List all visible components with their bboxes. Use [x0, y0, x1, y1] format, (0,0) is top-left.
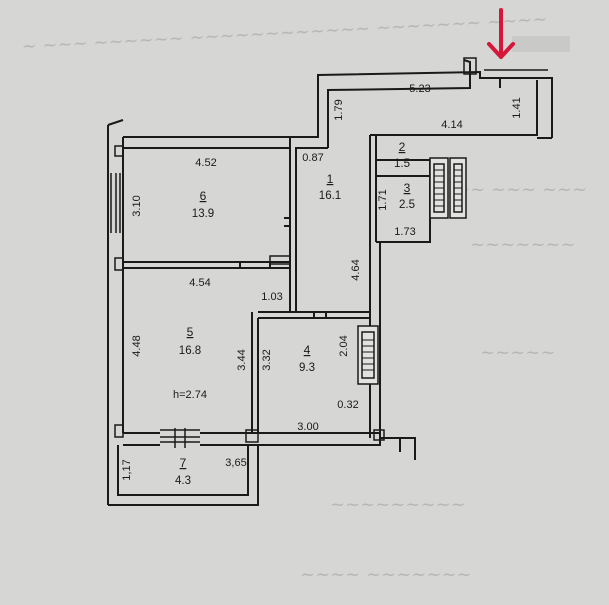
room-2-area: 1.5: [394, 158, 410, 170]
svg-text:~~~~~~~: ~~~~~~~: [470, 234, 576, 255]
dim-wall-032: 0.32: [337, 399, 358, 411]
ventilation-shaft-icon: [357, 157, 467, 385]
room-6-area: 13.9: [192, 208, 214, 220]
room-7-area: 4.3: [175, 475, 191, 487]
dim-room6-top: 4.52: [195, 157, 216, 169]
dim-bath-left: 1.71: [377, 189, 389, 210]
ceiling-height: h=2.74: [173, 389, 207, 401]
room-3-number: 3: [404, 181, 411, 195]
svg-text:~~ ~~~ ~~~: ~~ ~~~ ~~~: [455, 179, 587, 200]
dim-balcony-bottom: 3,65: [225, 457, 246, 469]
dim-corridor-right: 1.41: [511, 97, 523, 118]
dim-room6-left: 3.10: [131, 195, 143, 216]
window-room6: [110, 173, 121, 233]
room-5-area: 16.8: [179, 345, 201, 357]
dim-wall-103: 1.03: [261, 291, 282, 303]
room-4-area: 9.3: [299, 362, 315, 374]
dim-room4-bottom: 3.00: [297, 421, 318, 433]
column-markers: [114, 57, 477, 443]
room-1-area: 16.1: [319, 190, 341, 202]
dim-wall-087: 0.87: [302, 152, 323, 164]
dim-balcony-left: 1,17: [121, 459, 133, 480]
dim-room5-top: 4.54: [189, 277, 210, 289]
room-labels: 1 16.1 2 1.5 3 2.5 4 9.3 5 16.8 6 13.9 7…: [173, 140, 415, 487]
svg-text:~ ~~~ ~~~~~~ ~~~~~~~~~~~~ ~~~~: ~ ~~~ ~~~~~~ ~~~~~~~~~~~~ ~~~~~~~ ~~~~: [21, 8, 548, 57]
background-print: ~ ~~~ ~~~~~~ ~~~~~~~~~~~~ ~~~~~~~ ~~~~ ~…: [21, 8, 587, 585]
room-1-number: 1: [327, 172, 334, 186]
dim-corridor-left: 1.79: [333, 99, 345, 120]
dim-bath-bottom: 1.73: [394, 226, 415, 238]
dim-hall-right: 4.64: [350, 259, 362, 280]
red-down-arrow-icon: [487, 8, 515, 59]
dim-room5-right: 3.44: [236, 349, 248, 370]
dimension-labels: 5.23 1.41 1.79 4.14 4.52 3.10 4.54 4.48 …: [121, 83, 523, 481]
svg-text:~~~~ ~~~~~~~: ~~~~ ~~~~~~~: [300, 564, 472, 585]
dim-room4-left: 3.32: [261, 349, 273, 370]
svg-text:~~~~~~~~~: ~~~~~~~~~: [330, 494, 466, 515]
dim-room4-right: 2.04: [338, 335, 350, 356]
room-3-area: 2.5: [399, 199, 415, 211]
dim-corridor-top: 5.23: [409, 83, 430, 95]
room-2-number: 2: [399, 140, 406, 154]
dim-corridor-bottom: 4.14: [441, 119, 462, 131]
dim-room5-left: 4.48: [131, 335, 143, 356]
svg-text:~~~~~: ~~~~~: [480, 342, 555, 363]
blurred-patch: [512, 36, 570, 52]
room-6-number: 6: [200, 189, 207, 203]
room-4-number: 4: [304, 343, 311, 357]
room-5-number: 5: [187, 325, 194, 339]
walls: [107, 59, 553, 506]
room-7-number: 7: [180, 456, 187, 470]
window-room5: [160, 428, 200, 448]
vent-grilles: [362, 169, 462, 371]
